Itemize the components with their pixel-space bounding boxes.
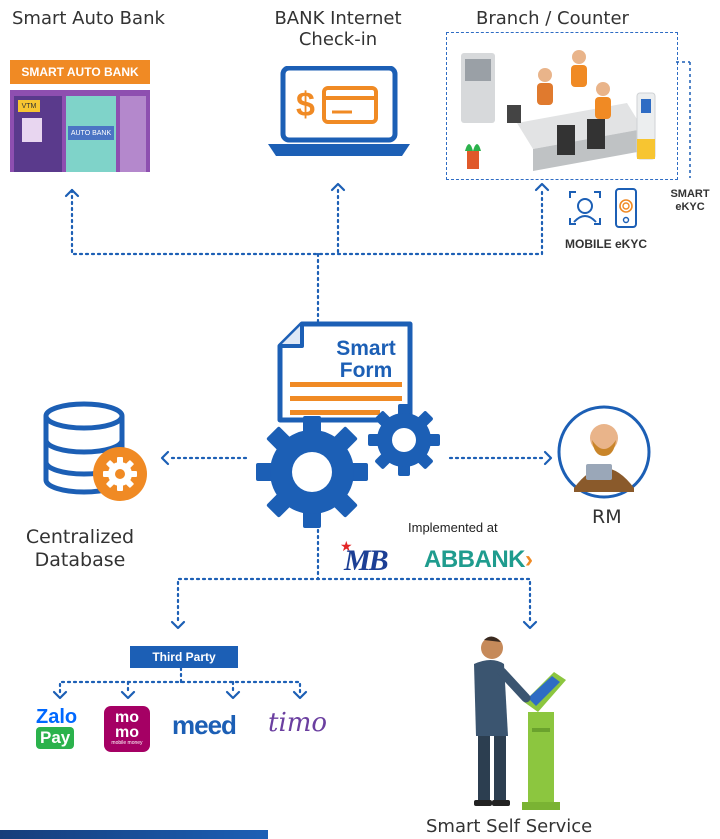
self-service-label: Smart Self Service — [426, 816, 593, 837]
abbank-logo: ABBANK› — [424, 546, 533, 573]
third-party-badge: Third Party — [130, 646, 238, 668]
branch-counter-label: Branch / Counter — [476, 8, 629, 29]
smart-form-title: Smart Form — [336, 337, 396, 382]
small-gear-icon — [368, 404, 440, 476]
implemented-label: Implemented at — [408, 520, 498, 535]
branch-counter-scene — [461, 50, 656, 171]
mb-bank-logo: ★ MB — [340, 538, 389, 577]
kiosk-screen — [528, 676, 560, 706]
svg-text:$: $ — [296, 86, 315, 124]
rm-label: RM — [592, 506, 622, 528]
smart-auto-bank-sign: SMART AUTO BANK — [10, 60, 150, 84]
laptop-payment-icon: $ — [268, 66, 410, 156]
form-line-2 — [290, 396, 402, 401]
kiosk-body — [528, 712, 554, 806]
smart-ekyc-connector — [676, 61, 691, 178]
abbank-chevron: › — [525, 546, 533, 573]
rm-avatar — [557, 405, 651, 499]
form-line-1 — [290, 382, 402, 387]
auto-bank-sign: AUTO BANK — [68, 126, 114, 140]
database-icon — [43, 401, 147, 501]
bottom-accent-bar — [0, 830, 268, 839]
form-line-3 — [290, 410, 380, 415]
mobile-ekyc-icons — [569, 188, 637, 228]
vtm-sign: VTM — [18, 100, 40, 112]
centralized-db-label: Centralized Database — [25, 526, 135, 571]
momo-logo: mo mo mobile money — [104, 706, 150, 752]
zalopay-logo: Zalo Pay — [36, 706, 78, 749]
timo-logo: timo — [268, 708, 328, 738]
phone-fingerprint-icon — [615, 188, 637, 228]
smart-auto-bank-illustration: SMART AUTO BANK VTM AUTO BANK — [10, 60, 150, 172]
self-service-kiosk-illustration — [474, 636, 566, 810]
person-jacket — [474, 660, 508, 736]
face-scan-icon — [569, 191, 601, 225]
smart-ekyc-label: SMART eKYC — [670, 188, 710, 213]
meed-logo: meed — [172, 710, 237, 740]
branch-counter-box — [446, 32, 678, 180]
internet-checkin-label: BANK Internet Check-in — [274, 8, 402, 50]
smart-auto-bank-label: Smart Auto Bank — [12, 8, 165, 29]
mobile-ekyc-label: MOBILE eKYC — [564, 237, 647, 251]
smart-form-hub — [256, 321, 440, 528]
large-gear-icon — [256, 416, 368, 528]
